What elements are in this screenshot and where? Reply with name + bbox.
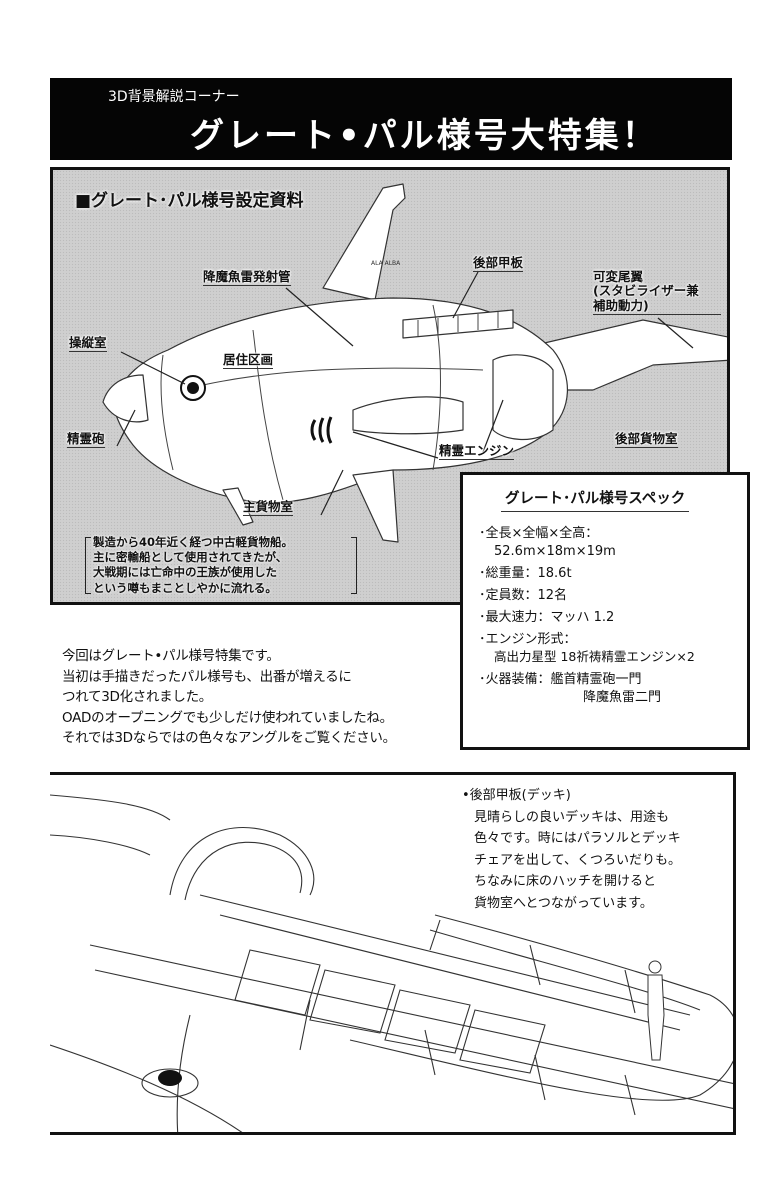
deck-description: •後部甲板(デッキ) 見晴らしの良いデッキは、用途も 色々です。時にはパラソルと… <box>462 785 722 914</box>
callout-variable-tail: 可変尾翼 (スタビライザー兼 補助動力) <box>593 269 721 316</box>
intro-line: OADのオープニングでも少しだけ使われていましたね。 <box>62 709 393 726</box>
ship-note: 製造から40年近く経つ中古軽貨物船。 主に密輸船として使用されてきたが、 大戦期… <box>85 535 357 596</box>
deck-railing <box>349 914 733 1101</box>
spec-value: 高出力星型 18祈祷精霊エンジン×2 <box>494 649 695 664</box>
bracket-left <box>85 537 91 594</box>
callout-main-cargo: 主貨物室 <box>243 499 294 517</box>
spec-box: グレート･パル様号スペック ･全長×全幅×全高： 52.6m×18m×19m ･… <box>460 472 750 750</box>
spirit-engine-stripes <box>310 416 333 444</box>
spec-item: ･エンジン形式： 高出力星型 18祈祷精霊エンジン×2 <box>479 633 695 664</box>
spec-value: 52.6m×18m×19m <box>494 544 616 559</box>
intro-line: つれて3D化されました。 <box>62 689 212 705</box>
deck-heading: •後部甲板(デッキ) <box>462 788 571 803</box>
callout-cockpit: 操縦室 <box>69 335 107 353</box>
spec-label: ･総重量：18.6t <box>479 566 572 581</box>
banner-title: グレート•パル様号大特集！ <box>190 116 659 156</box>
spec-list: ･全長×全幅×全高： 52.6m×18m×19m ･総重量：18.6t ･定員数… <box>479 527 695 713</box>
ship-note-line: 製造から40年近く経つ中古軽貨物船。 <box>93 535 294 549</box>
intro-text: 今回はグレート•パル様号特集です。 当初は手描きだったパル様号も、出番が増えるに… <box>62 646 452 749</box>
deck-illustration <box>50 794 733 1132</box>
deck-line: 色々です。時にはパラソルとデッキ <box>474 831 681 846</box>
callout-torpedo-tube: 降魔魚雷発射管 <box>203 269 291 287</box>
tail-emblem: ALA ALBA <box>371 260 401 267</box>
ship-illustration: ALA ALBA <box>102 183 727 543</box>
tail-emblem-text: ALA ALBA <box>371 260 401 267</box>
deck-line: ちなみに床のハッチを開けると <box>474 874 657 889</box>
standing-figure <box>647 960 665 1061</box>
banner-kicker: 3D背景解説コーナー <box>108 89 240 105</box>
callout-rear-cargo: 後部貨物室 <box>615 431 678 449</box>
nose-cone <box>102 374 149 423</box>
ship-note-line: 大戦期には亡命中の王族が使用した <box>93 565 277 580</box>
callout-spirit-engine: 精霊エンジン <box>439 443 515 461</box>
deck-body: 見晴らしの良いデッキは、用途も 色々です。時にはパラソルとデッキ チェアを出して… <box>462 807 722 915</box>
rear-cargo-pod <box>492 354 554 441</box>
callout-spirit-cannon: 精霊砲 <box>67 431 105 449</box>
intro-line: 当初は手描きだったパル様号も、出番が増えるに <box>62 668 352 685</box>
lower-fin <box>352 469 399 543</box>
spec-item: ･火器装備：艦首精霊砲一門 降魔魚雷二門 <box>479 673 695 704</box>
callout-leaders <box>116 271 694 516</box>
cockpit-window <box>180 375 206 401</box>
spec-item: ･総重量：18.6t <box>479 567 695 580</box>
spec-label: ･定員数：12名 <box>479 588 568 603</box>
porthole <box>158 1070 182 1086</box>
bracket-right <box>351 537 357 594</box>
callout-living-quarters: 居住区画 <box>223 352 274 370</box>
spec-value: 降魔魚雷二門 <box>583 689 662 705</box>
spec-label: ･火器装備：艦首精霊砲一門 <box>479 671 642 687</box>
spec-title: グレート･パル様号スペック <box>501 487 690 512</box>
spec-item: ･全長×全幅×全高： 52.6m×18m×19m <box>479 527 695 558</box>
deck-hatch <box>234 949 321 1016</box>
deck-hatch <box>459 1009 546 1074</box>
deck-hatch <box>384 989 471 1054</box>
rear-arch <box>169 826 315 896</box>
intro-line: それでは3Dならではの色々なアングルをご覧ください。 <box>62 730 396 746</box>
deck-panel: •後部甲板(デッキ) 見晴らしの良いデッキは、用途も 色々です。時にはパラソルと… <box>50 772 736 1135</box>
intro-line: 今回はグレート•パル様号特集です。 <box>62 648 280 664</box>
spec-label: ･最大速力：マッハ 1.2 <box>479 610 615 625</box>
spec-label: ･全長×全幅×全高： <box>479 526 599 541</box>
deck-line: チェアを出して、くつろいだりも。 <box>474 852 681 868</box>
settings-panel-title: ■グレート･パル様号設定資料 <box>75 191 304 211</box>
side-wing <box>352 396 464 435</box>
spec-item: ･最大速力：マッハ 1.2 <box>479 611 695 624</box>
deck-line: 見晴らしの良いデッキは、用途も <box>474 809 670 825</box>
header-banner: 3D背景解説コーナー グレート•パル様号大特集！ <box>50 78 732 160</box>
spec-label: ･エンジン形式： <box>479 632 577 647</box>
tail-fin <box>322 183 406 301</box>
ship-hull <box>112 297 569 504</box>
deck-hatch <box>309 969 396 1034</box>
callout-rear-deck: 後部甲板 <box>473 255 524 273</box>
ship-note-line: 主に密輸船として使用されてきたが、 <box>93 550 288 565</box>
spec-item: ･定員数：12名 <box>479 589 695 602</box>
ship-note-line: という噂もまことしやかに流れる。 <box>93 580 277 595</box>
settings-panel: ■グレート･パル様号設定資料 <box>50 167 730 605</box>
deck-line: 貨物室へとつながっています。 <box>474 895 653 911</box>
